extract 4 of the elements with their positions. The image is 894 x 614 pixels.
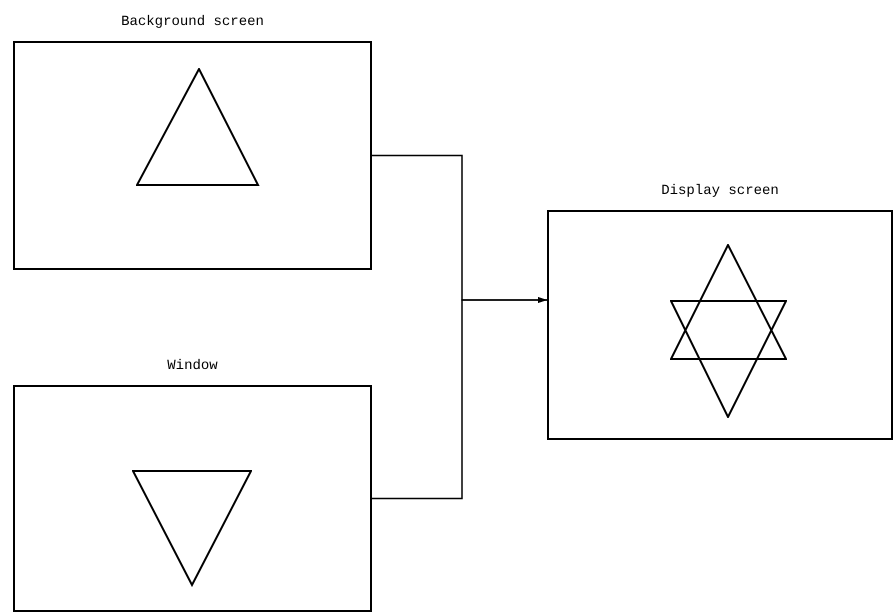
connector-arrow <box>372 297 547 500</box>
screen-title: Background screen <box>120 13 265 32</box>
screen-title: Display screen <box>660 182 780 201</box>
screen-title: Window <box>166 357 219 376</box>
